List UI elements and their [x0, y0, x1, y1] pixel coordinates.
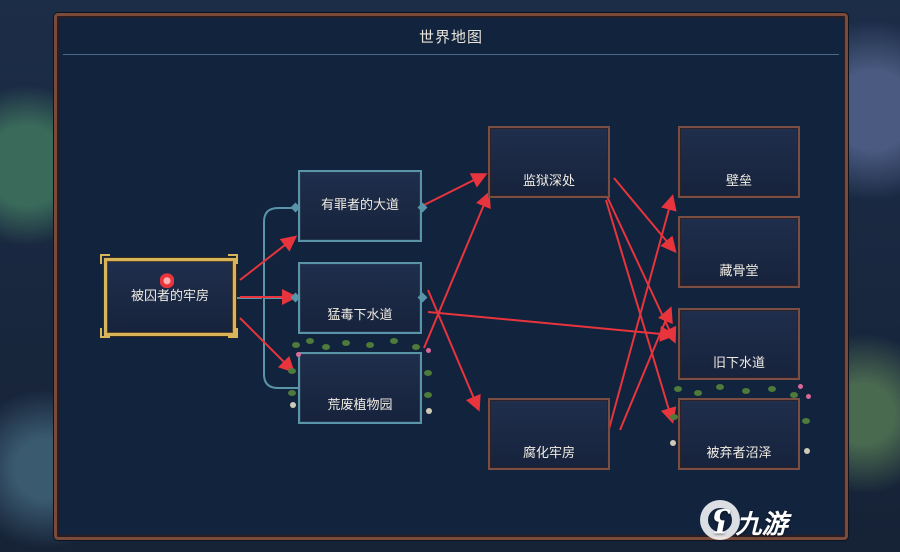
map-node-label: 藏骨堂: [719, 264, 759, 279]
map-node-label: 旧下水道: [712, 356, 765, 371]
map-node-toxic[interactable]: 猛毒下水道: [298, 262, 422, 334]
frame-corner: [228, 328, 238, 338]
map-node-old-sewers[interactable]: 旧下水道: [678, 308, 800, 380]
map-node-label: 被囚者的牢房: [130, 289, 209, 304]
map-node-corrupted[interactable]: 腐化牢房: [488, 398, 610, 470]
map-node-ramparts[interactable]: 壁垒: [678, 126, 800, 198]
flame-icon: [160, 270, 174, 288]
cloud-icon: [700, 500, 740, 540]
map-node-swamp[interactable]: 被弃者沼泽: [678, 398, 800, 470]
window-title: 世界地图: [418, 28, 483, 46]
map-node-label: 荒废植物园: [327, 398, 393, 413]
map-node-label: 被弃者沼泽: [706, 446, 772, 461]
title-divider: [63, 54, 839, 55]
map-node-label: 壁垒: [725, 174, 752, 189]
frame-corner: [228, 254, 238, 264]
map-node-arboretum[interactable]: 荒废植物园: [298, 352, 422, 424]
nine-game-icon: ʕ: [712, 503, 730, 541]
map-node-ossuary[interactable]: 藏骨堂: [678, 216, 800, 288]
map-node-label: 猛毒下水道: [327, 308, 393, 323]
frame-corner: [100, 254, 110, 264]
map-node-label: 监狱深处: [522, 174, 575, 189]
map-node-label: 腐化牢房: [522, 446, 575, 461]
map-node-label: 有罪者的大道: [320, 198, 399, 213]
watermark-logo: ʕ 九游: [712, 498, 882, 546]
frame-corner: [100, 328, 110, 338]
map-node-depths[interactable]: 监狱深处: [488, 126, 610, 198]
watermark-text: 九游: [735, 509, 788, 540]
map-node-sinners[interactable]: 有罪者的大道: [298, 170, 422, 242]
